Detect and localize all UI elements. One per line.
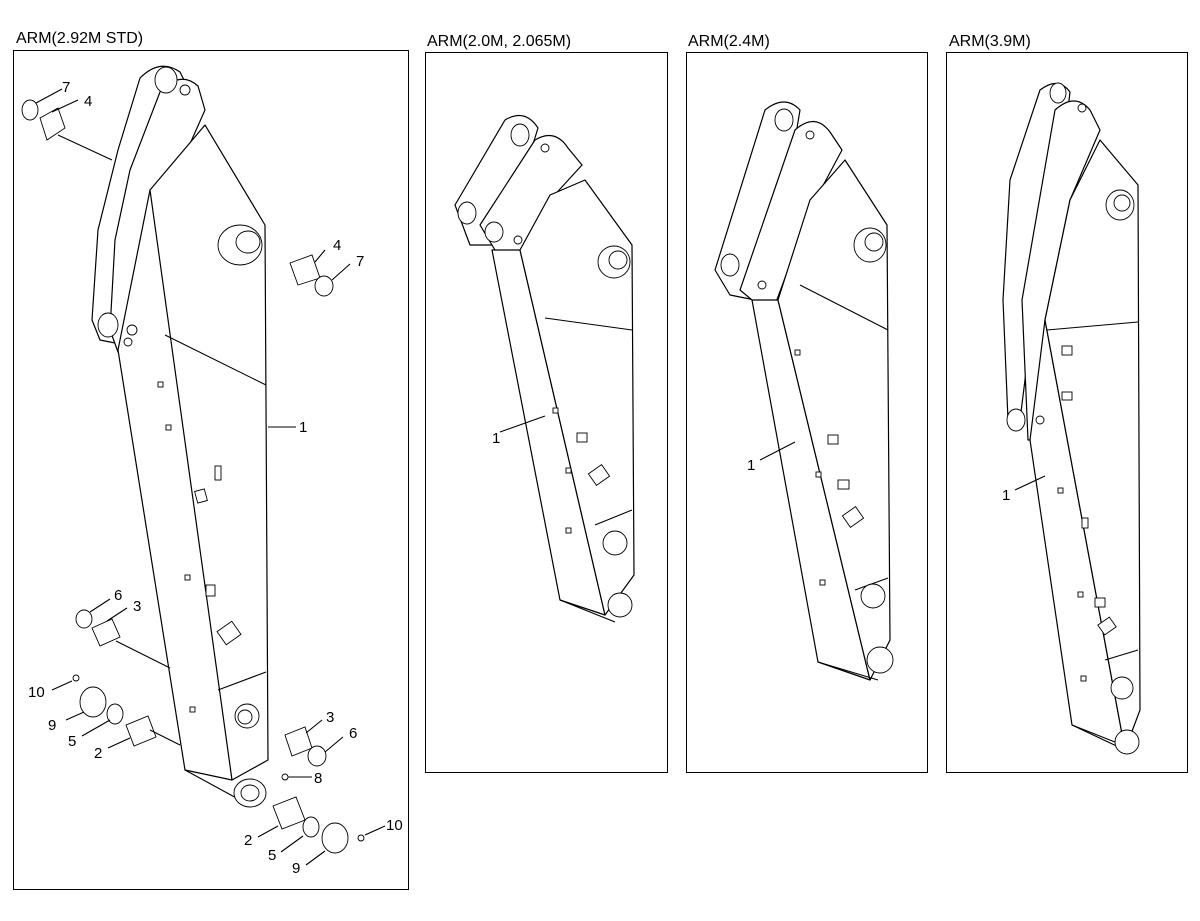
callout-std-3-right: 3 — [326, 709, 334, 726]
callout-std-6-left: 6 — [114, 587, 122, 604]
std-bushing-2-right — [272, 796, 306, 830]
std-ring-6-left — [75, 609, 93, 629]
callout-3-9m-1: 1 — [1002, 487, 1010, 504]
callout-std-5-right: 5 — [268, 847, 276, 864]
arm-3-9m-drawing: 1 — [1002, 82, 1141, 755]
arm-2-4m-drawing: 1 — [714, 101, 894, 681]
arm-std-drawing: 7 4 4 7 1 6 3 10 9 5 2 3 6 8 10 2 5 9 — [21, 65, 403, 877]
callout-std-1: 1 — [299, 419, 307, 436]
std-ring-6-right — [307, 745, 327, 767]
callout-std-4-top: 4 — [84, 93, 92, 110]
callout-std-8: 8 — [314, 770, 322, 787]
std-bolt-8 — [281, 773, 289, 781]
callout-std-9-right: 9 — [292, 860, 300, 877]
std-ring-9-left — [79, 686, 107, 718]
std-ring-5-right — [302, 816, 320, 838]
callout-std-10-right: 10 — [386, 817, 403, 834]
callout-std-7-right: 7 — [356, 253, 364, 270]
std-bolt-10-right — [357, 834, 365, 842]
std-ring-9-right — [321, 822, 349, 854]
callout-std-5-left: 5 — [68, 733, 76, 750]
callout-std-3-left: 3 — [133, 598, 141, 615]
callout-2-4m-1: 1 — [747, 457, 755, 474]
callout-std-7-top: 7 — [62, 79, 70, 96]
callout-std-4-right: 4 — [333, 237, 341, 254]
arm-2m-drawing: 1 — [454, 114, 635, 623]
callout-std-6-right: 6 — [349, 725, 357, 742]
panel-title-2-4m: ARM(2.4M) — [688, 33, 770, 50]
arm-std-front-face — [149, 124, 269, 781]
callout-std-2-right: 2 — [244, 832, 252, 849]
callout-std-10-left: 10 — [28, 684, 45, 701]
std-ring-7-right — [314, 275, 334, 297]
std-bolt-10-left — [72, 674, 80, 682]
callout-2m-1: 1 — [492, 430, 500, 447]
std-bushing-4-top — [39, 107, 66, 141]
panel-title-2m: ARM(2.0M, 2.065M) — [427, 33, 572, 50]
callout-std-2-left: 2 — [94, 745, 102, 762]
std-ring-7-top — [21, 99, 39, 121]
arm-2-4m-front-face — [777, 159, 891, 681]
arm-2m-front-face — [519, 179, 635, 616]
std-bushing-4-right — [289, 254, 321, 286]
std-bushing-2-left — [125, 715, 157, 747]
panel-title-3-9m: ARM(3.9M) — [949, 33, 1031, 50]
std-bushing-3-left — [91, 618, 121, 647]
std-ring-5-left — [106, 703, 124, 725]
callout-std-9-left: 9 — [48, 717, 56, 734]
panel-title-std: ARM(2.92M STD) — [16, 30, 144, 47]
